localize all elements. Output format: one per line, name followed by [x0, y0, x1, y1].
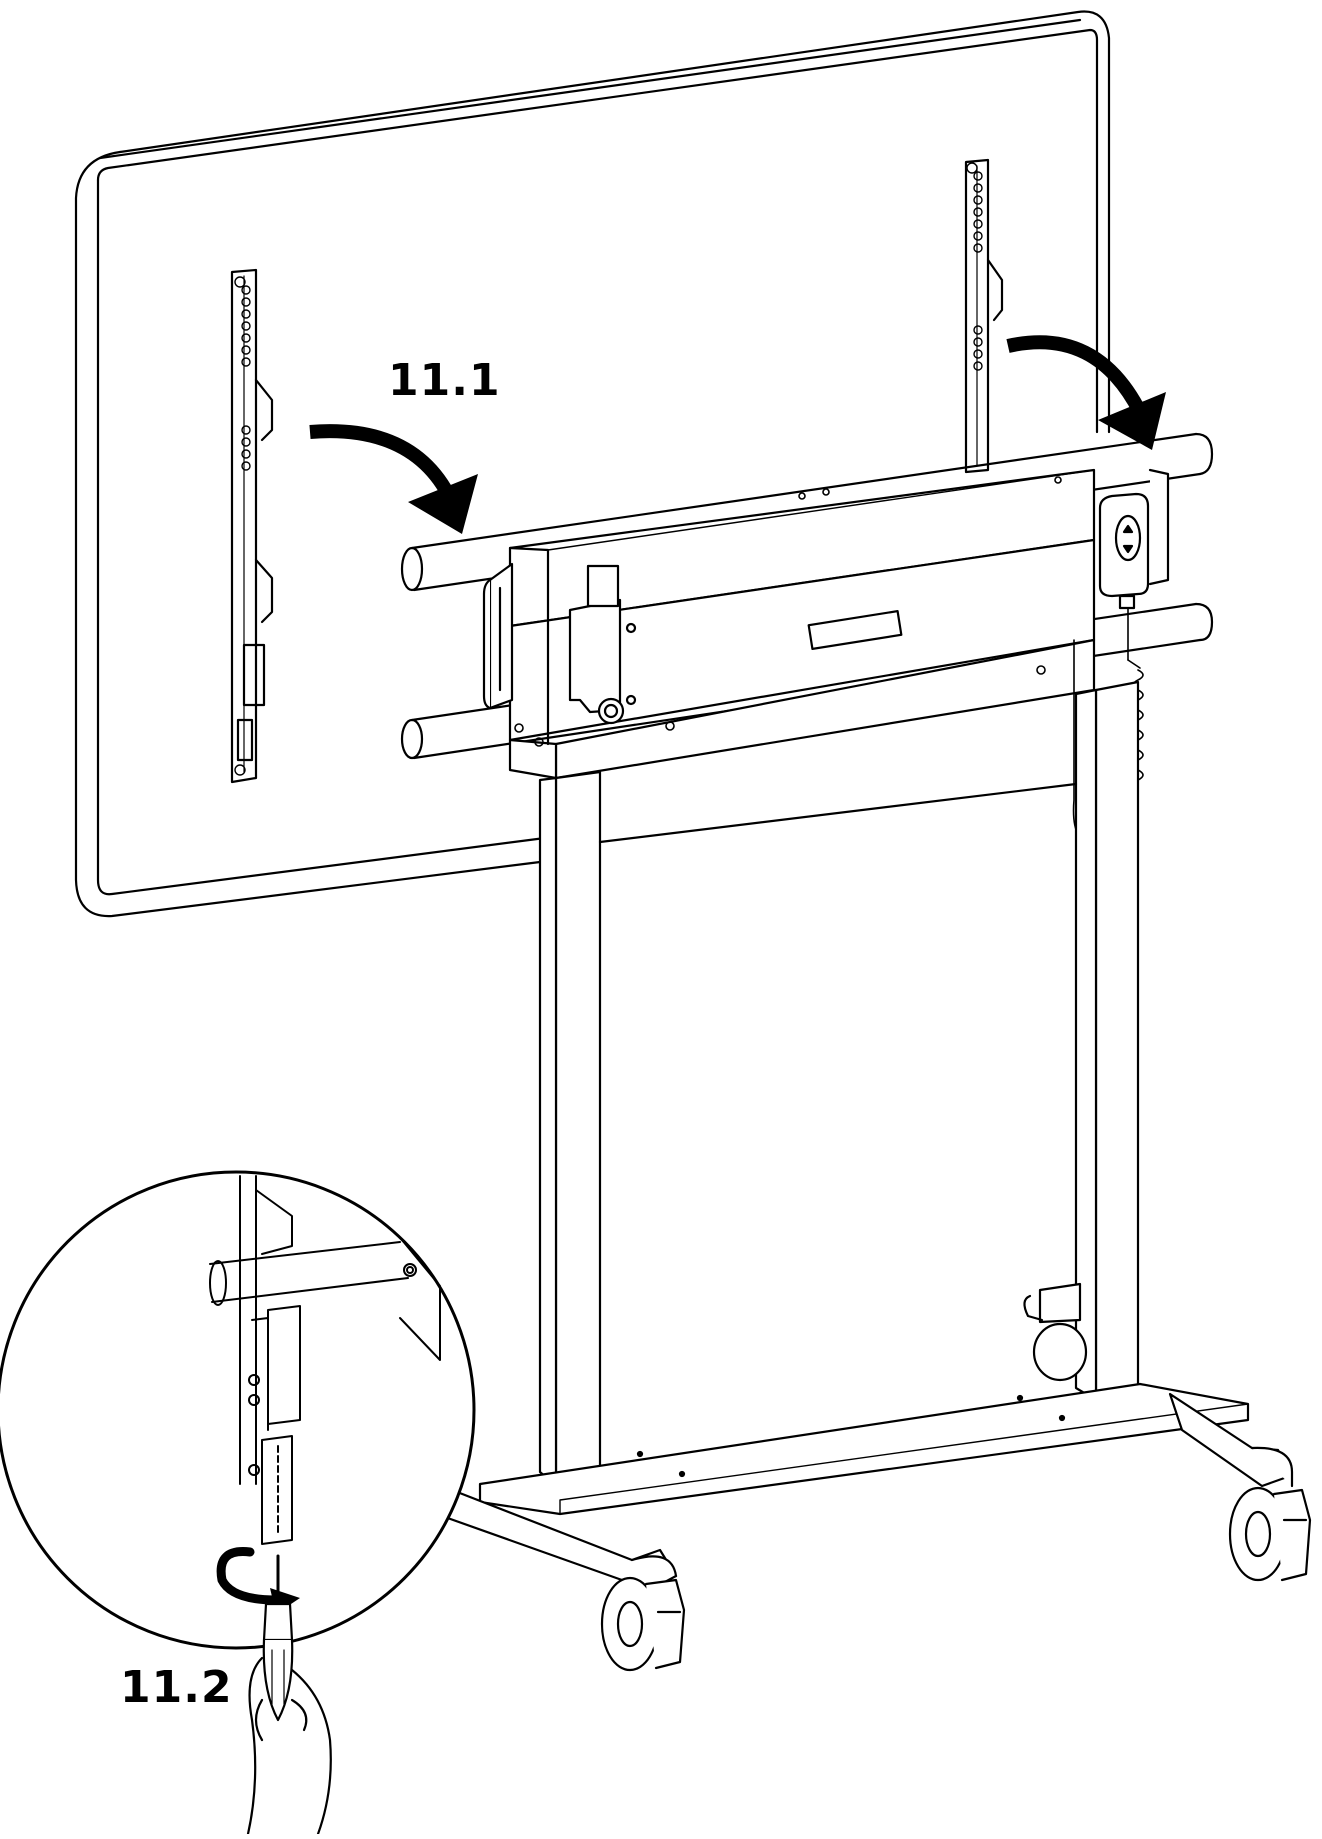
bracket-holes	[234, 276, 251, 776]
curved-arrow-icon	[1006, 335, 1166, 450]
right-caster	[1228, 1486, 1312, 1582]
detail-inset	[0, 1170, 476, 1650]
right-panel-bracket	[964, 158, 1004, 474]
curved-arrow-icon	[309, 424, 478, 534]
lift-housing	[508, 468, 1096, 780]
bracket-holes	[966, 162, 983, 371]
right-column	[1074, 680, 1140, 1402]
display-panel	[74, 10, 1111, 918]
left-clamp	[568, 564, 637, 725]
screwdriver-icon	[262, 1554, 294, 1722]
housing-screws	[514, 476, 1062, 747]
left-column	[538, 770, 602, 1488]
left-caster	[600, 1576, 686, 1672]
step-label-11-2: 11.2	[120, 1662, 233, 1713]
inset-bracket	[209, 1175, 441, 1545]
left-handle[interactable]	[482, 562, 514, 710]
step-label-11-1: 11.1	[388, 355, 501, 406]
hand-icon	[246, 1656, 332, 1836]
hand-control[interactable]	[1098, 468, 1170, 610]
right-front-leg	[1168, 1392, 1294, 1488]
left-panel-bracket	[230, 268, 274, 784]
panel-bottom-behind	[598, 782, 1078, 844]
rear-leg	[1023, 1282, 1088, 1382]
